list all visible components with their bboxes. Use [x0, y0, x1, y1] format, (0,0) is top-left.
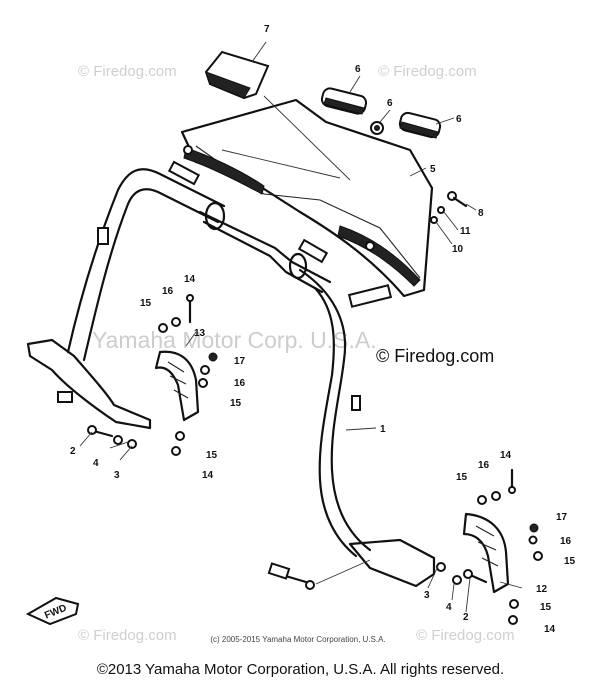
- hardware-left-upper: [158, 294, 194, 333]
- callout: 1: [380, 424, 386, 435]
- callout: 4: [446, 602, 452, 613]
- callout: 14: [500, 450, 512, 461]
- callout: 16: [234, 378, 246, 389]
- watermark-firedog-bottom-left: © Firedog.com: [78, 627, 177, 644]
- callout: 10: [452, 244, 464, 255]
- callout: 15: [206, 450, 218, 461]
- mount-bracket-right: [462, 512, 510, 594]
- watermark-yamaha: Yamaha Motor Corp. U.S.A.: [92, 327, 377, 353]
- forward-direction-arrow: FWD: [25, 596, 80, 626]
- callout: 12: [536, 584, 548, 595]
- callout: 4: [93, 458, 99, 469]
- pad-6-right: [398, 111, 442, 139]
- mount-bracket-left: [154, 350, 200, 422]
- hardware-left-lower: [87, 352, 218, 456]
- callout: 16: [560, 536, 572, 547]
- callout: 8: [478, 208, 484, 219]
- callout: 6: [355, 64, 361, 75]
- leader-lines: [79, 41, 523, 613]
- callout: 6: [456, 114, 462, 125]
- callout: 17: [234, 356, 246, 367]
- callout: 3: [424, 590, 430, 601]
- nut-10: [430, 216, 438, 224]
- callout: 2: [463, 612, 469, 623]
- callout-numbers: 1 2 2 3 3 4 4 5 6 6 6 7 8 10 11 12 13 14…: [70, 24, 576, 635]
- callout: 14: [544, 624, 556, 635]
- callout: 15: [140, 298, 152, 309]
- callout: 11: [460, 226, 471, 237]
- callout: 15: [230, 398, 242, 409]
- callout: 14: [184, 274, 196, 285]
- callout: 16: [162, 286, 174, 297]
- callout: 13: [194, 328, 206, 339]
- watermark-firedog-top-right: © Firedog.com: [378, 63, 477, 80]
- firedog-label: © Firedog.com: [376, 346, 494, 366]
- callout: 3: [114, 470, 120, 481]
- washer-11: [437, 206, 445, 214]
- watermark-firedog-bottom-right: © Firedog.com: [416, 627, 515, 644]
- inner-copyright: (c) 2005-2015 Yamaha Motor Corporation, …: [210, 635, 385, 644]
- watermark-firedog-top-left: © Firedog.com: [78, 63, 177, 80]
- callout: 15: [564, 556, 576, 567]
- callout: 15: [456, 472, 468, 483]
- callout: 7: [264, 24, 270, 35]
- callout: 6: [387, 98, 393, 109]
- footer-copyright: ©2013 Yamaha Motor Corporation, U.S.A. A…: [96, 661, 505, 678]
- callout: 15: [540, 602, 552, 613]
- callout: 14: [202, 470, 214, 481]
- callout: 16: [478, 460, 490, 471]
- grommet-6: [370, 121, 384, 135]
- callout: 5: [430, 164, 436, 175]
- handle-cover-panel: [180, 98, 434, 298]
- hardware-right: [267, 468, 543, 625]
- handle-bar-frame: [26, 160, 436, 588]
- bolt-8: [447, 191, 468, 208]
- pad-7: [204, 50, 270, 100]
- callout: 17: [556, 512, 568, 523]
- callout: 2: [70, 446, 76, 457]
- pad-6-left: [320, 87, 368, 115]
